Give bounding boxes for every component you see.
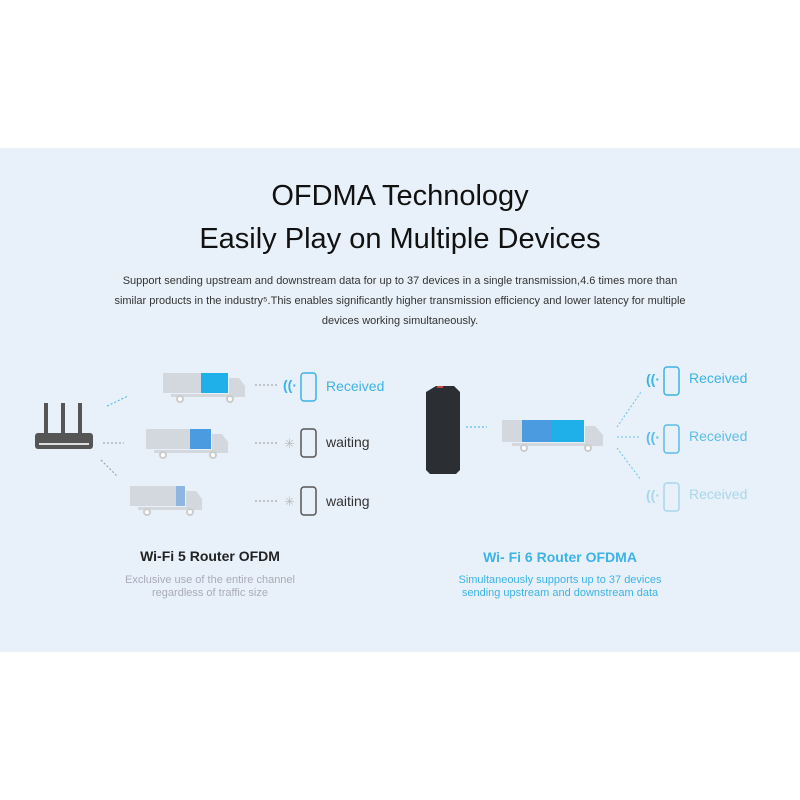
subcaption-line: sending upstream and downstream data	[461, 587, 659, 599]
phone-icon	[300, 428, 317, 458]
wifi6-router-icon	[426, 386, 460, 474]
truck-icon	[502, 420, 603, 452]
subcaption-line: Exclusive use of the entire channel	[125, 574, 295, 586]
loading-icon: ✳	[284, 436, 295, 451]
truck-icon	[163, 373, 245, 403]
signal-icon: ((·	[646, 487, 660, 503]
wifi5-subcaption: Exclusive use of the entire channel rega…	[90, 574, 330, 600]
wifi5-router-icon	[35, 403, 93, 449]
phone-icon	[300, 372, 317, 402]
diagram: ((· ✳ ✳ ((· ((· ((·	[35, 366, 680, 516]
link-line	[106, 395, 129, 407]
signal-icon: ((·	[646, 371, 660, 387]
wifi5-status: Received	[326, 378, 385, 394]
link-line	[100, 459, 118, 477]
loading-icon: ✳	[284, 494, 295, 509]
signal-icon: ((·	[283, 377, 297, 393]
phone-icon	[663, 424, 680, 454]
description: Support sending upstream and downstream …	[80, 271, 720, 331]
wifi5-status: waiting	[326, 434, 370, 450]
description-line: similar products in the industry⁵.This e…	[114, 295, 686, 307]
phone-icon	[300, 486, 317, 516]
truck-icon	[130, 486, 202, 516]
wifi5-status: waiting	[326, 493, 370, 509]
wifi6-subcaption: Simultaneously supports up to 37 devices…	[420, 574, 700, 600]
wifi6-status: Received	[689, 370, 748, 386]
wifi5-caption: Wi-Fi 5 Router OFDM	[140, 548, 280, 564]
wifi6-status: Received	[689, 486, 748, 502]
phone-icon	[663, 482, 680, 512]
signal-icon: ((·	[646, 429, 660, 445]
wifi6-status: Received	[689, 428, 748, 444]
wifi6-caption: Wi- Fi 6 Router OFDMA	[483, 549, 637, 565]
truck-icon	[146, 429, 228, 459]
description-line: Support sending upstream and downstream …	[122, 275, 678, 287]
title-line-1: OFDMA Technology	[271, 180, 529, 212]
content-band	[0, 148, 800, 652]
title-line-2: Easily Play on Multiple Devices	[199, 223, 601, 255]
phone-icon	[663, 366, 680, 396]
subcaption-line: Simultaneously supports up to 37 devices	[458, 574, 662, 586]
description-line: devices working simultaneously.	[321, 315, 479, 327]
subcaption-line: regardless of traffic size	[152, 587, 268, 599]
